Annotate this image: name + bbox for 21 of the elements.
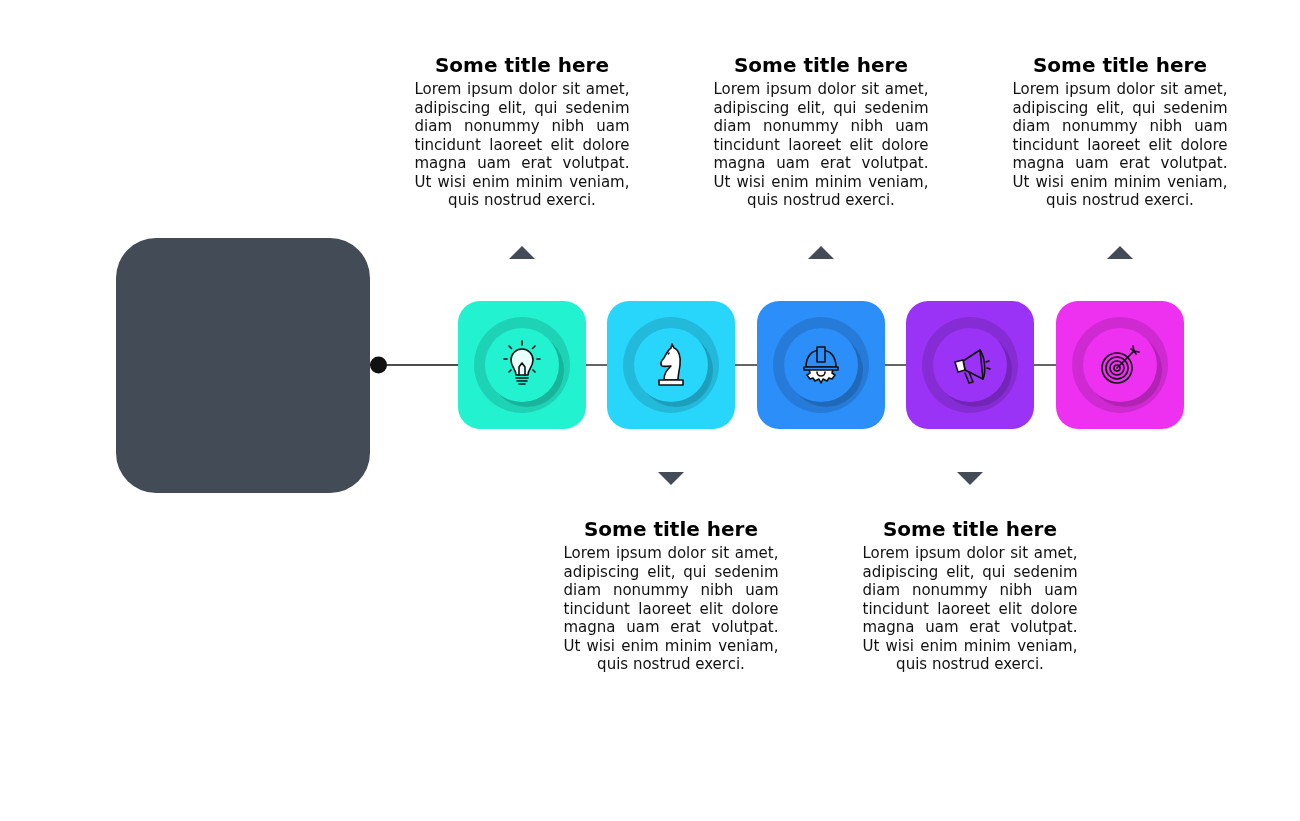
- step-title: Some title here: [583, 516, 759, 542]
- step-tile: [458, 301, 586, 429]
- step-description: Lorem ipsum dolor sit amet, adipiscing elit, qui sedenim diam nonummy nibh uam tincidunt laoreet elit dolore magna uam erat volutpat. Ut wisi enim minim veniam, quis nostrud exerci.: [713, 80, 929, 210]
- start-panel: [116, 238, 370, 493]
- connector-line: [369, 356, 459, 374]
- step-description: Lorem ipsum dolor sit amet, adipiscing elit, qui sedenim diam nonummy nibh uam tincidunt laoreet elit dolore magna uam erat volutpat. Ut wisi enim minim veniam, quis nostrud exerci.: [563, 544, 779, 674]
- connector-line: [585, 364, 608, 366]
- step-tile: [757, 301, 885, 429]
- connector-line: [1033, 364, 1057, 366]
- step-tile: [906, 301, 1034, 429]
- step-title: Some title here: [733, 52, 909, 78]
- step-description: Lorem ipsum dolor sit amet, adipiscing elit, qui sedenim diam nonummy nibh uam tincidunt laoreet elit dolore magna uam erat volutpat. Ut wisi enim minim veniam, quis nostrud exerci.: [414, 80, 630, 210]
- step-description: Lorem ipsum dolor sit amet, adipiscing elit, qui sedenim diam nonummy nibh uam tincidunt laoreet elit dolore magna uam erat volutpat. Ut wisi enim minim veniam, quis nostrud exerci.: [1012, 80, 1228, 210]
- step-title: Some title here: [1032, 52, 1208, 78]
- connector-line: [884, 364, 907, 366]
- step-tile: [1056, 301, 1184, 429]
- step-tile: [607, 301, 735, 429]
- step-description: Lorem ipsum dolor sit amet, adipiscing elit, qui sedenim diam nonummy nibh uam tincidunt laoreet elit dolore magna uam erat volutpat. Ut wisi enim minim veniam, quis nostrud exerci.: [862, 544, 1078, 674]
- step-title: Some title here: [882, 516, 1058, 542]
- connector-line: [734, 364, 758, 366]
- step-title: Some title here: [434, 52, 610, 78]
